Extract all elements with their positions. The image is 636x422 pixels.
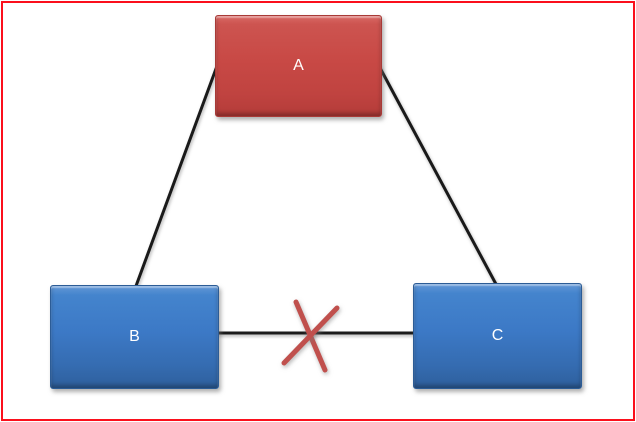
node-a: A <box>215 15 382 117</box>
node-b: B <box>50 285 219 389</box>
edge-a-c <box>377 64 499 288</box>
node-c: C <box>413 283 582 389</box>
edge-a-b <box>134 64 219 288</box>
node-b-label: B <box>129 328 140 345</box>
broken-connection-x-icon <box>281 299 340 373</box>
node-c-label: C <box>491 327 504 344</box>
node-a-label: A <box>293 57 304 74</box>
